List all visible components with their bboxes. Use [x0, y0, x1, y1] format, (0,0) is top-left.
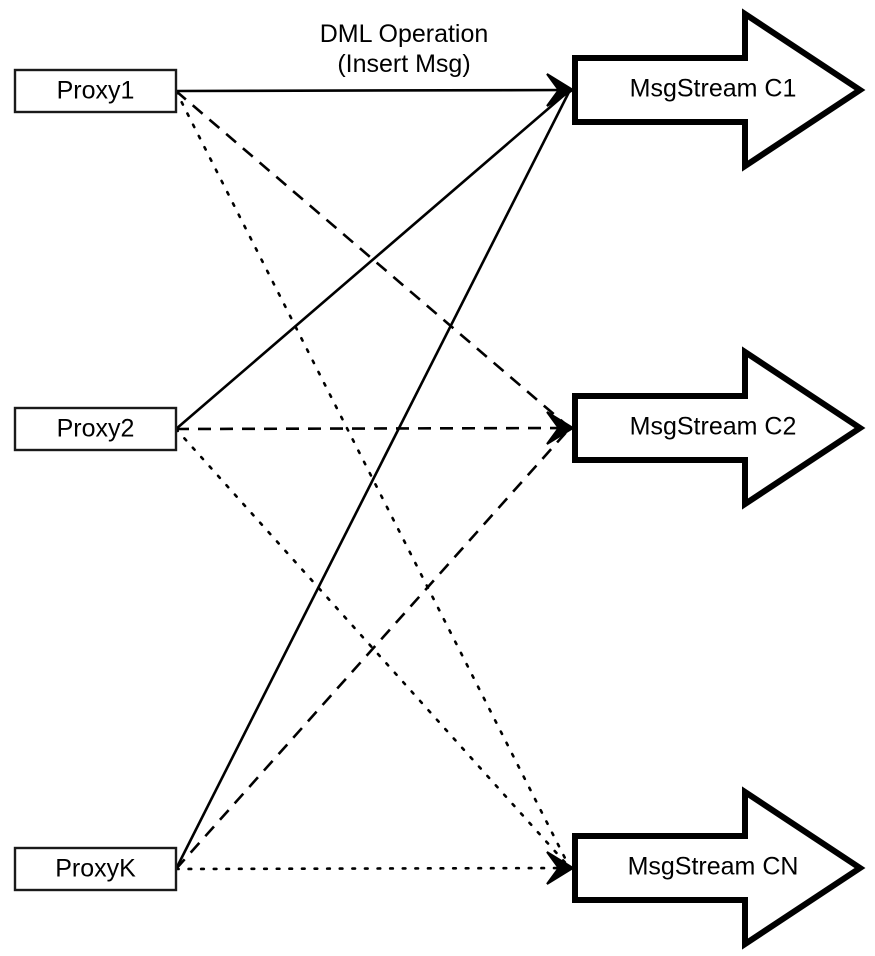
stream-c1[interactable]: MsgStream C1 — [572, 8, 866, 172]
stream-cn[interactable]: MsgStream CN — [572, 786, 866, 950]
edge-proxyk-to-stream-c2 — [175, 427, 571, 870]
stream-cn-label: MsgStream CN — [628, 853, 799, 881]
caption-line-2: (Insert Msg) — [337, 50, 470, 78]
proxy1-box — [13, 68, 178, 114]
arrowheads-layer — [546, 73, 575, 885]
stream-c1-shape — [572, 8, 866, 172]
proxyk-label: ProxyK — [55, 855, 136, 883]
arrowhead-icon — [546, 851, 575, 885]
proxy2-node[interactable]: Proxy2 — [13, 406, 178, 452]
edges-layer — [174, 88, 572, 871]
edge-proxy2-to-stream-c2 — [175, 426, 571, 431]
edge-proxy2-to-stream-c1 — [175, 89, 571, 430]
proxy2-box — [13, 406, 178, 452]
stream-c2-shape — [572, 346, 866, 510]
proxy1-node[interactable]: Proxy1 — [13, 68, 178, 114]
caption-line-1: DML Operation — [320, 20, 489, 48]
edge-proxyk-to-stream-cn — [174, 866, 572, 871]
proxy2-label: Proxy2 — [57, 415, 135, 443]
edge-proxyk-to-stream-c1 — [174, 89, 572, 870]
stream-c1-label: MsgStream C1 — [630, 75, 797, 103]
edge-proxy2-to-stream-cn — [174, 427, 572, 870]
arrowhead-icon — [546, 411, 575, 445]
edge-proxy1-to-stream-c1 — [175, 88, 571, 93]
arrowhead-icon — [546, 73, 575, 107]
proxyk-box — [13, 846, 178, 892]
edge-caption: DML Operation (Insert Msg) — [320, 20, 489, 78]
stream-cn-shape — [572, 786, 866, 950]
stream-c2[interactable]: MsgStream C2 — [572, 346, 866, 510]
streams-layer: MsgStream C1 MsgStream C2 MsgStream CN — [572, 8, 866, 950]
stream-c2-label: MsgStream C2 — [630, 413, 797, 441]
proxy1-label: Proxy1 — [57, 77, 135, 105]
proxyk-node[interactable]: ProxyK — [13, 846, 178, 892]
